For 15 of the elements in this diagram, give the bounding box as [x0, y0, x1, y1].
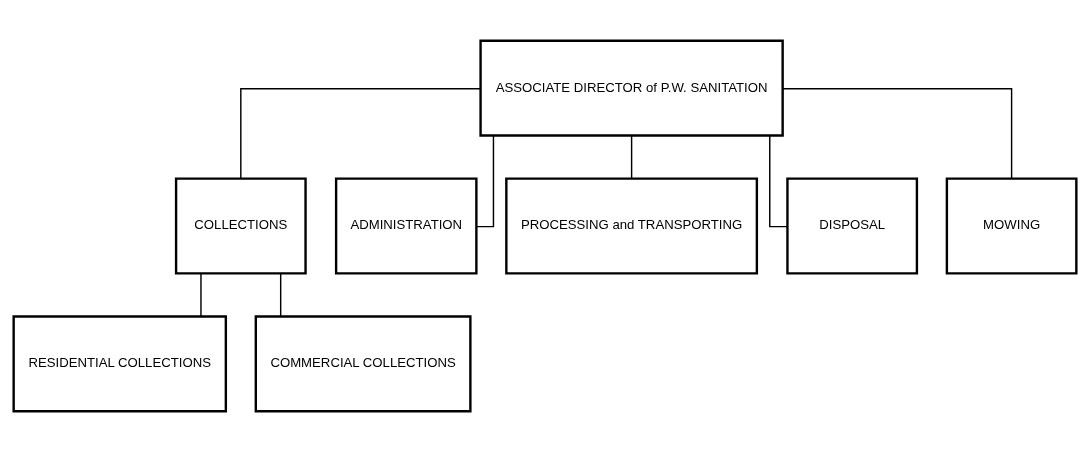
node-box: PROCESSING and TRANSPORTING [505, 176, 759, 275]
connector [200, 272, 202, 317]
node-box: ASSOCIATE DIRECTOR of P.W. SANITATION [479, 39, 784, 137]
node-box: DISPOSAL [786, 176, 919, 275]
connector [240, 87, 482, 179]
node-box: MOWING [945, 176, 1078, 275]
node-box: COMMERCIAL COLLECTIONS [254, 314, 472, 412]
node-box: COLLECTIONS [174, 176, 307, 275]
node-box: ADMINISTRATION [334, 176, 478, 275]
connector [630, 134, 633, 179]
node-box: RESIDENTIAL COLLECTIONS [12, 314, 228, 412]
connector [279, 272, 282, 317]
connector [475, 134, 495, 227]
connector [769, 134, 788, 227]
connector [782, 87, 1013, 179]
